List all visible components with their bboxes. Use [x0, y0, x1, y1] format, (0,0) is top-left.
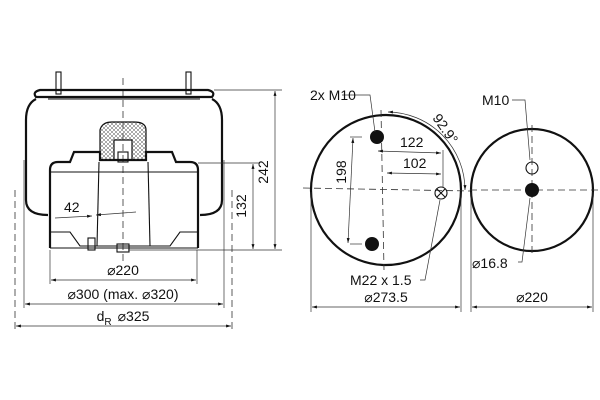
dim-piston-dia: ⌀220 [107, 262, 139, 278]
dim-line-122 [377, 149, 442, 155]
dim-roll-dia: dR ⌀325 [97, 308, 150, 328]
air-port-label: M22 x 1.5 [350, 272, 412, 288]
dim-height-piston: 132 [233, 194, 249, 218]
dim-roll-dia-symbol: d [97, 308, 105, 324]
piston-center-bolt [116, 243, 130, 253]
stud-label: 2x M10 [310, 87, 356, 103]
side-view: 242 132 42 ⌀220 ⌀300 (max. ⌀320) dR ⌀325 [14, 71, 282, 332]
dim-hole-dia: ⌀16.8 [472, 255, 508, 271]
top-plate-view: 2x M10 198 122 102 92.9° M22 x 1.5 ⌀273.… [302, 87, 471, 312]
stud [185, 71, 192, 95]
piston [48, 150, 200, 248]
bellows-left [24, 98, 49, 217]
dim-bellows-dia: ⌀300 (max. ⌀320) [67, 286, 178, 302]
leader-line [342, 94, 376, 133]
dim-122: 122 [400, 134, 424, 150]
thread-hole [525, 161, 539, 175]
dim-piston-dia-bottom: ⌀220 [516, 289, 548, 305]
dim-line-102 [386, 171, 442, 176]
piston-bolt [87, 237, 96, 251]
piston-inner-wall [96, 161, 100, 247]
dim-roll-dia-value: ⌀325 [118, 308, 150, 324]
center-hole [525, 183, 539, 197]
stud [55, 71, 62, 95]
leader-line [512, 99, 531, 161]
dim-line-offset [54, 214, 93, 219]
leader-line [420, 199, 441, 281]
center-line [302, 187, 471, 192]
thread-label: M10 [482, 92, 509, 108]
air-port-cross-icon [436, 188, 446, 198]
dim-102: 102 [403, 155, 427, 171]
top-plate-outline [309, 113, 463, 267]
stud-hole [365, 237, 379, 251]
dim-height-total: 242 [255, 160, 271, 184]
dim-offset: 42 [64, 199, 80, 215]
dim-stud-spacing: 198 [333, 160, 349, 184]
dim-roll-dia-subscript: R [104, 317, 111, 328]
dim-line-stud-spacing [346, 137, 355, 244]
angle-label: 92.9° [430, 111, 462, 147]
dim-line-offset [95, 211, 137, 217]
piston-bottom-view: M10 ⌀16.8 ⌀220 [469, 92, 600, 312]
piston-inner-wall [147, 161, 151, 247]
angle-arc [387, 110, 467, 191]
bump-stop-insert [117, 151, 129, 163]
stud-hole [370, 130, 384, 144]
bellows-right [199, 98, 224, 217]
leader-line [518, 197, 531, 263]
piston-base-profile [50, 231, 198, 247]
dim-plate-dia: ⌀273.5 [364, 289, 408, 305]
top-plate [33, 88, 215, 99]
bump-stop [99, 121, 147, 161]
